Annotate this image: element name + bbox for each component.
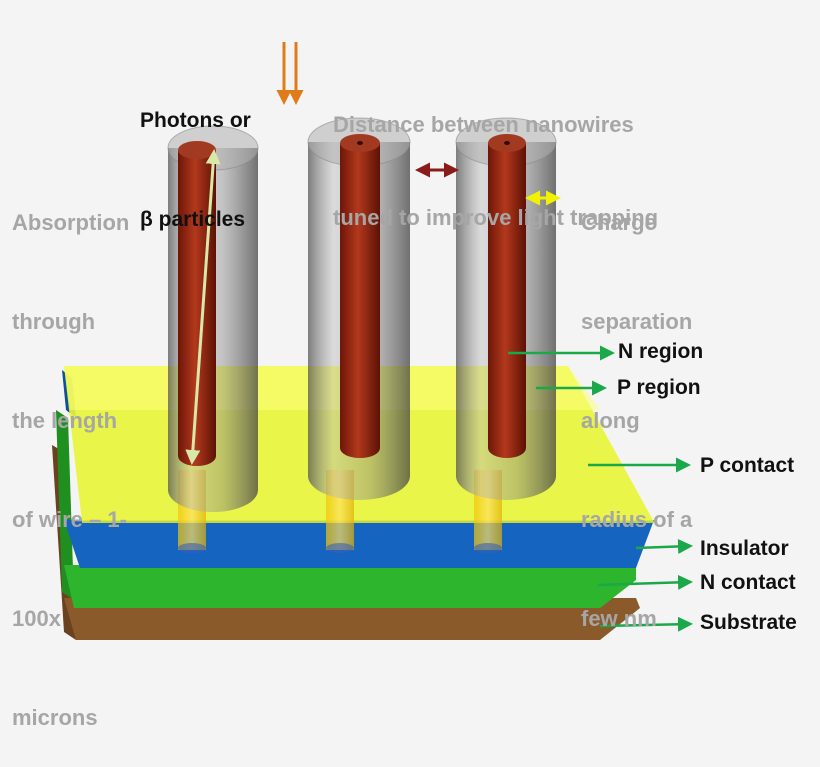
n-region-label: N region [618, 340, 704, 363]
substrate-pointer [599, 616, 693, 632]
absorption-line-3: the length [12, 408, 118, 433]
nanowire-2-core-center [357, 141, 363, 145]
absorption-line-5: 100x [12, 606, 61, 631]
substrate-label: Substrate [700, 611, 797, 634]
absorption-line-2: through [12, 309, 96, 334]
distance-line-2: tuned to improve light trapping [333, 205, 659, 230]
p-contact-label: P contact [700, 454, 795, 477]
charge-line-4: radius of a [581, 507, 693, 532]
nanowire-2-stub-end [326, 543, 354, 553]
nanowire-3-stub-end [474, 543, 502, 553]
absorption-line-6: microns [12, 705, 98, 730]
insulator-pointer [635, 538, 693, 554]
charge-line-5: few nm [581, 606, 657, 631]
photons-line-1: Photons or [140, 109, 251, 132]
insulator-label: Insulator [700, 537, 789, 560]
nanowire-1-stub-end [178, 543, 206, 553]
insulator-layer [64, 520, 654, 568]
substrate-layer [64, 598, 640, 640]
n-contact-label: N contact [700, 571, 796, 594]
p-region-label: P region [617, 376, 701, 399]
charge-line-1: Charge [581, 210, 657, 235]
nanowire-3-core [488, 143, 526, 458]
distance-line-1: Distance between nanowires [333, 112, 634, 137]
charge-line-2: separation [581, 309, 693, 334]
nanowire-2-core [340, 143, 380, 458]
absorption-line-4: of wire – 1- [12, 507, 127, 532]
absorption-label: Absorption through the length of wire – … [12, 140, 129, 767]
n-contact-pointer [597, 574, 693, 590]
photons-label: Photons or β particles [140, 38, 251, 269]
nanowire-3 [455, 117, 557, 553]
absorption-line-1: Absorption [12, 210, 130, 235]
distance-label: Distance between nanowires tuned to impr… [333, 47, 658, 264]
wire-length-arrow [185, 149, 221, 465]
charge-line-3: along [581, 408, 640, 433]
photons-line-2: β particles [140, 208, 246, 231]
charge-label: Charge separation along radius of a few … [581, 140, 692, 668]
nanowire-solar-cell-diagram [52, 42, 693, 640]
nanowire-2 [307, 117, 411, 553]
nanowire-3-core-center [504, 141, 510, 145]
n-contact-layer [64, 565, 636, 608]
n-contact-side [56, 410, 74, 600]
